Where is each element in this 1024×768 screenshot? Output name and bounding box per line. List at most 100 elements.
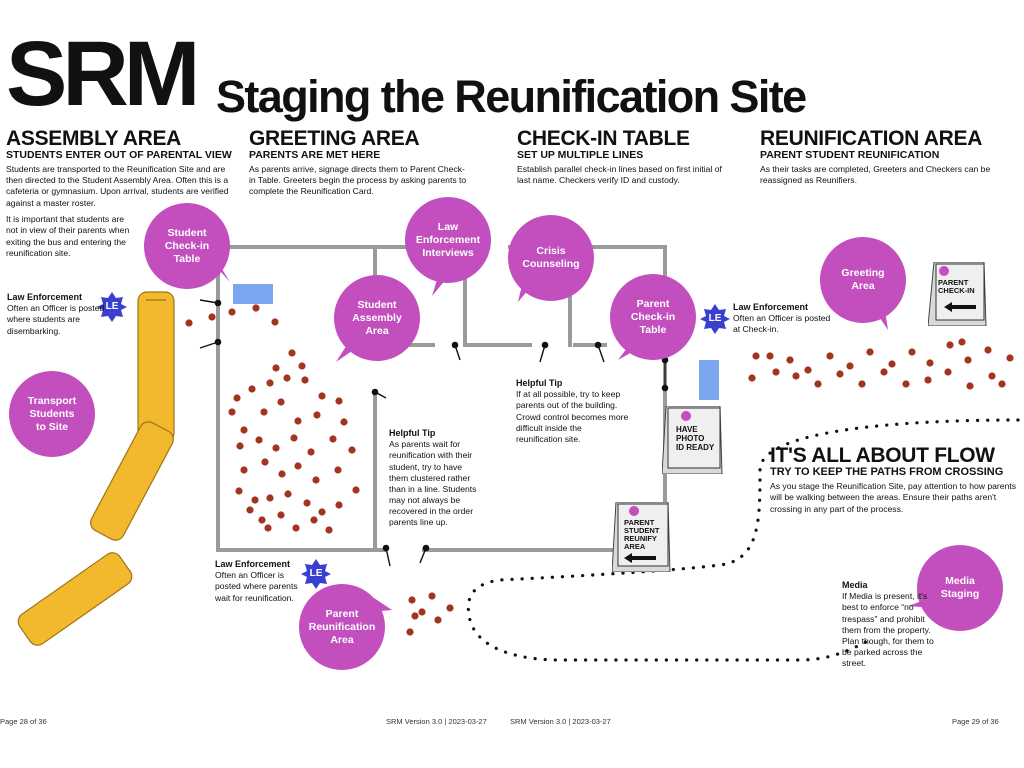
media-body: If Media is present, it's best to enforc… [842, 591, 934, 669]
person-dot [814, 380, 822, 388]
person-dot [185, 319, 193, 327]
footer-version-left: SRM Version 3.0 | 2023-03-27 [386, 717, 487, 726]
person-dot [313, 411, 321, 419]
note-le-parent-body: Often an Officer is posted where parents… [215, 570, 298, 603]
person-dot [208, 313, 216, 321]
le-badge-checkin: LE [700, 304, 730, 334]
greeting-section: GREETING AREA PARENTS ARE MET HERE As pa… [249, 128, 471, 203]
note-media: Media If Media is present, it's best to … [842, 580, 938, 669]
checkin-subheading: SET UP MULTIPLE LINES [517, 149, 644, 161]
student-checkin-table [233, 284, 273, 304]
person-dot [290, 434, 298, 442]
person-dot [260, 408, 268, 416]
brand-logo-text: SRM [6, 23, 200, 125]
assembly-section: ASSEMBLY AREA STUDENTS ENTER OUT OF PARE… [6, 128, 242, 264]
police-star-icon [97, 292, 127, 322]
le-badge-parent: LE [301, 559, 331, 589]
person-dot [334, 466, 342, 474]
note-le-checkin-heading: Law Enforcement [733, 302, 809, 312]
person-dot [335, 501, 343, 509]
note-le-checkin: Law Enforcement Often an Officer is post… [733, 302, 833, 336]
person-dot [998, 380, 1006, 388]
person-dot [284, 490, 292, 498]
person-dot [272, 364, 280, 372]
person-dot [411, 612, 419, 620]
greeting-subheading: PARENTS ARE MET HERE [249, 149, 381, 161]
person-dot [792, 372, 800, 380]
person-dot [1006, 354, 1014, 362]
note-le-parent: Law Enforcement Often an Officer is post… [215, 559, 303, 604]
reunification-heading: REUNIFICATION AREA [760, 127, 983, 150]
person-dot [277, 398, 285, 406]
person-dot [258, 516, 266, 524]
tip2-body: If at all possible, try to keep parents … [516, 389, 629, 444]
note-helpful-tip-1: Helpful Tip As parents wait for reunific… [389, 428, 481, 529]
person-dot [408, 596, 416, 604]
person-dot [772, 368, 780, 376]
person-dot [786, 356, 794, 364]
footer-version-right: SRM Version 3.0 | 2023-03-27 [510, 717, 611, 726]
person-dot [335, 397, 343, 405]
greeting-body: As parents arrive, signage directs them … [249, 163, 467, 197]
person-dot [240, 426, 248, 434]
person-dot [235, 487, 243, 495]
person-dot [240, 466, 248, 474]
person-dot [804, 366, 812, 374]
flow-subheading: TRY TO KEEP THE PATHS FROM CROSSING [770, 466, 1004, 478]
person-dot [266, 494, 274, 502]
person-dot [340, 418, 348, 426]
person-dot [271, 318, 279, 326]
person-dot [966, 382, 974, 390]
person-dot [283, 374, 291, 382]
person-dot [748, 374, 756, 382]
person-dot [329, 435, 337, 443]
tip2-heading: Helpful Tip [516, 378, 563, 388]
tip1-heading: Helpful Tip [389, 428, 436, 438]
person-dot [888, 360, 896, 368]
person-dot [826, 352, 834, 360]
checkin-heading: CHECK-IN TABLE [517, 127, 690, 150]
person-dot [858, 380, 866, 388]
school-buses [17, 291, 175, 646]
person-dot [944, 368, 952, 376]
person-dot [902, 380, 910, 388]
person-dot [248, 385, 256, 393]
person-dot [958, 338, 966, 346]
person-dot [298, 362, 306, 370]
flow-body: As you stage the Reunification Site, pay… [770, 481, 1017, 514]
greeting-heading: GREETING AREA [249, 127, 420, 150]
person-dot [428, 592, 436, 600]
checkin-body: Establish parallel check-in lines based … [517, 163, 722, 185]
person-dot [266, 379, 274, 387]
person-dot [766, 352, 774, 360]
person-dot [251, 496, 259, 504]
page-title: Staging the Reunification Site [216, 71, 807, 122]
person-dot [418, 608, 426, 616]
person-dot [307, 448, 315, 456]
person-dot [277, 511, 285, 519]
person-dot [312, 476, 320, 484]
person-dot [880, 368, 888, 376]
person-dot [846, 362, 854, 370]
assembly-subheading: STUDENTS ENTER OUT OF PARENTAL VIEW [6, 149, 232, 161]
person-dot [988, 372, 996, 380]
person-dot [246, 506, 254, 514]
